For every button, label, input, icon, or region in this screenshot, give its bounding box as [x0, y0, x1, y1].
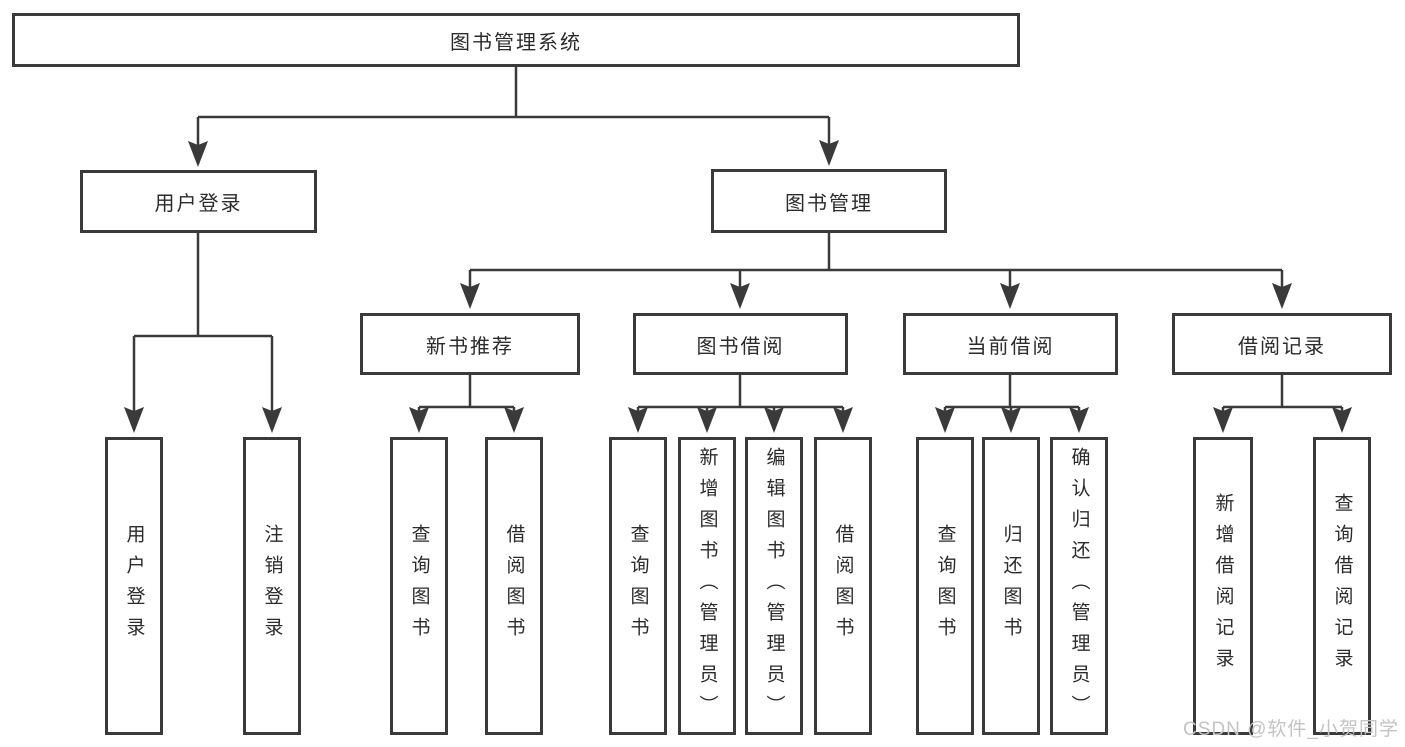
node-current-borrow: 当前借阅 [903, 313, 1118, 375]
node-leaf-add-borrow-record: 新增借阅记录 [1193, 437, 1253, 735]
node-label: 确认归还（管理员） [1068, 446, 1090, 726]
node-leaf-query-borrow-record: 查询借阅记录 [1313, 437, 1371, 735]
node-label: 编辑图书（管理员） [763, 446, 785, 726]
node-label: 查询图书 [627, 524, 649, 648]
node-leaf-query-books-3: 查询图书 [916, 437, 974, 735]
node-leaf-return-books: 归还图书 [982, 437, 1040, 735]
node-label: 图书管理 [785, 192, 873, 215]
node-label: 借阅记录 [1238, 335, 1326, 358]
node-library-system: 图书管理系统 [12, 13, 1020, 67]
node-leaf-logout: 注销登录 [243, 437, 301, 735]
node-label: 注销登录 [261, 524, 283, 648]
node-leaf-user-login: 用户登录 [105, 437, 163, 735]
node-label: 新增借阅记录 [1212, 493, 1234, 679]
node-label: 归还图书 [1000, 524, 1022, 648]
node-label: 用户登录 [154, 193, 243, 215]
node-label: 图书借阅 [696, 335, 785, 358]
node-label: 新增图书（管理员） [696, 446, 718, 726]
node-leaf-query-books: 查询图书 [390, 437, 448, 735]
node-borrow-records: 借阅记录 [1172, 313, 1392, 375]
node-label: 查询借阅记录 [1331, 493, 1353, 679]
node-user-login: 用户登录 [80, 170, 317, 233]
node-label: 查询图书 [934, 524, 956, 648]
node-leaf-add-books-admin: 新增图书（管理员） [678, 437, 736, 735]
node-label: 用户登录 [123, 524, 145, 648]
node-label: 图书管理系统 [450, 31, 582, 54]
node-leaf-edit-books-admin: 编辑图书（管理员） [745, 437, 803, 735]
node-leaf-borrow-books-2: 借阅图书 [814, 437, 872, 735]
node-book-management: 图书管理 [711, 169, 947, 233]
node-label: 查询图书 [408, 524, 430, 648]
csdn-watermark: CSDN @软件_小贺同学 [1183, 719, 1399, 740]
node-leaf-query-books-2: 查询图书 [609, 437, 667, 735]
node-label: 当前借阅 [966, 335, 1055, 358]
node-label: 新书推荐 [426, 335, 514, 358]
node-leaf-confirm-return-admin: 确认归还（管理员） [1050, 437, 1108, 735]
node-new-book-recommend: 新书推荐 [360, 313, 580, 375]
node-label: 借阅图书 [832, 524, 854, 648]
node-book-borrow: 图书借阅 [633, 313, 848, 375]
node-label: 借阅图书 [503, 524, 525, 648]
node-leaf-borrow-books: 借阅图书 [485, 437, 543, 735]
